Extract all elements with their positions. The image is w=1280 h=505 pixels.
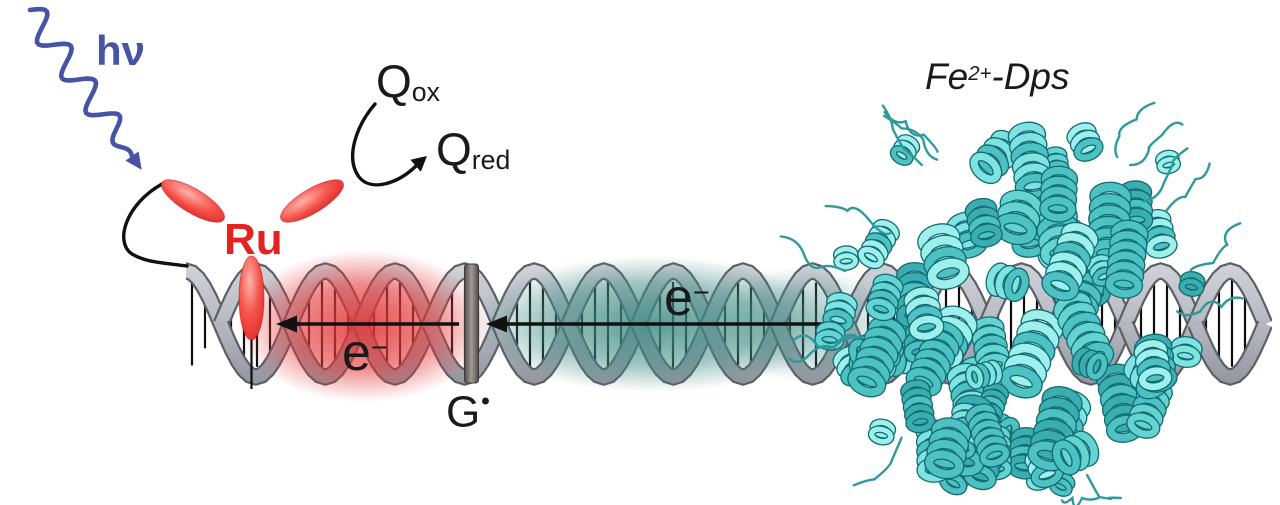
- quencher-reduced-label: Qred: [436, 126, 510, 174]
- electron-arrow-red-segment: [276, 315, 459, 333]
- fe-dps-sup: 2+: [968, 62, 992, 85]
- fe-dps-label: Fe2+-Dps: [925, 58, 1070, 95]
- bipyridine-ligand-left: [161, 179, 225, 223]
- electron-base-1: e: [342, 324, 371, 382]
- bipyridine-ligand-right: [280, 179, 344, 223]
- quencher-oxidized-sub: ox: [411, 77, 440, 107]
- electron-label-teal-segment: e−: [664, 272, 710, 324]
- photon-wave-icon: [27, 6, 142, 170]
- quencher-reduced-sub: red: [471, 145, 511, 175]
- ruthenium-label: Ru: [224, 215, 283, 264]
- electron-sup-1: −: [370, 332, 388, 365]
- fe-dps-post: -Dps: [991, 56, 1070, 97]
- quencher-oxidized-label: Qox: [376, 58, 440, 106]
- electron-sup-2: −: [692, 277, 710, 310]
- electron-label-red-segment: e−: [342, 327, 388, 379]
- guanine-base: G: [446, 387, 481, 437]
- ru-complex: [122, 179, 344, 268]
- red-glow: [238, 250, 490, 402]
- charge-transport-glows: [238, 250, 895, 402]
- photon-arrowhead: [125, 151, 142, 170]
- quencher-oxidized-base: Q: [376, 55, 412, 107]
- ru-intercalator: [238, 255, 265, 389]
- photon-label: hν: [96, 27, 146, 74]
- dps-protein: [779, 101, 1244, 505]
- dna-tether: [122, 182, 189, 268]
- electron-base-2: e: [664, 269, 693, 327]
- electron-arrow-teal-segment: [486, 315, 828, 333]
- quencher-arrow: [350, 102, 427, 187]
- fe-dps-pre: Fe: [925, 56, 969, 97]
- quencher-reduced-base: Q: [436, 123, 472, 175]
- dppz-ligand-ellipse: [238, 255, 265, 341]
- quencher-arrowhead: [410, 156, 427, 172]
- guanine-radical-label: G•: [446, 387, 490, 437]
- guanine-site-bar: [464, 263, 479, 384]
- guanine-radical-dot: •: [481, 388, 490, 415]
